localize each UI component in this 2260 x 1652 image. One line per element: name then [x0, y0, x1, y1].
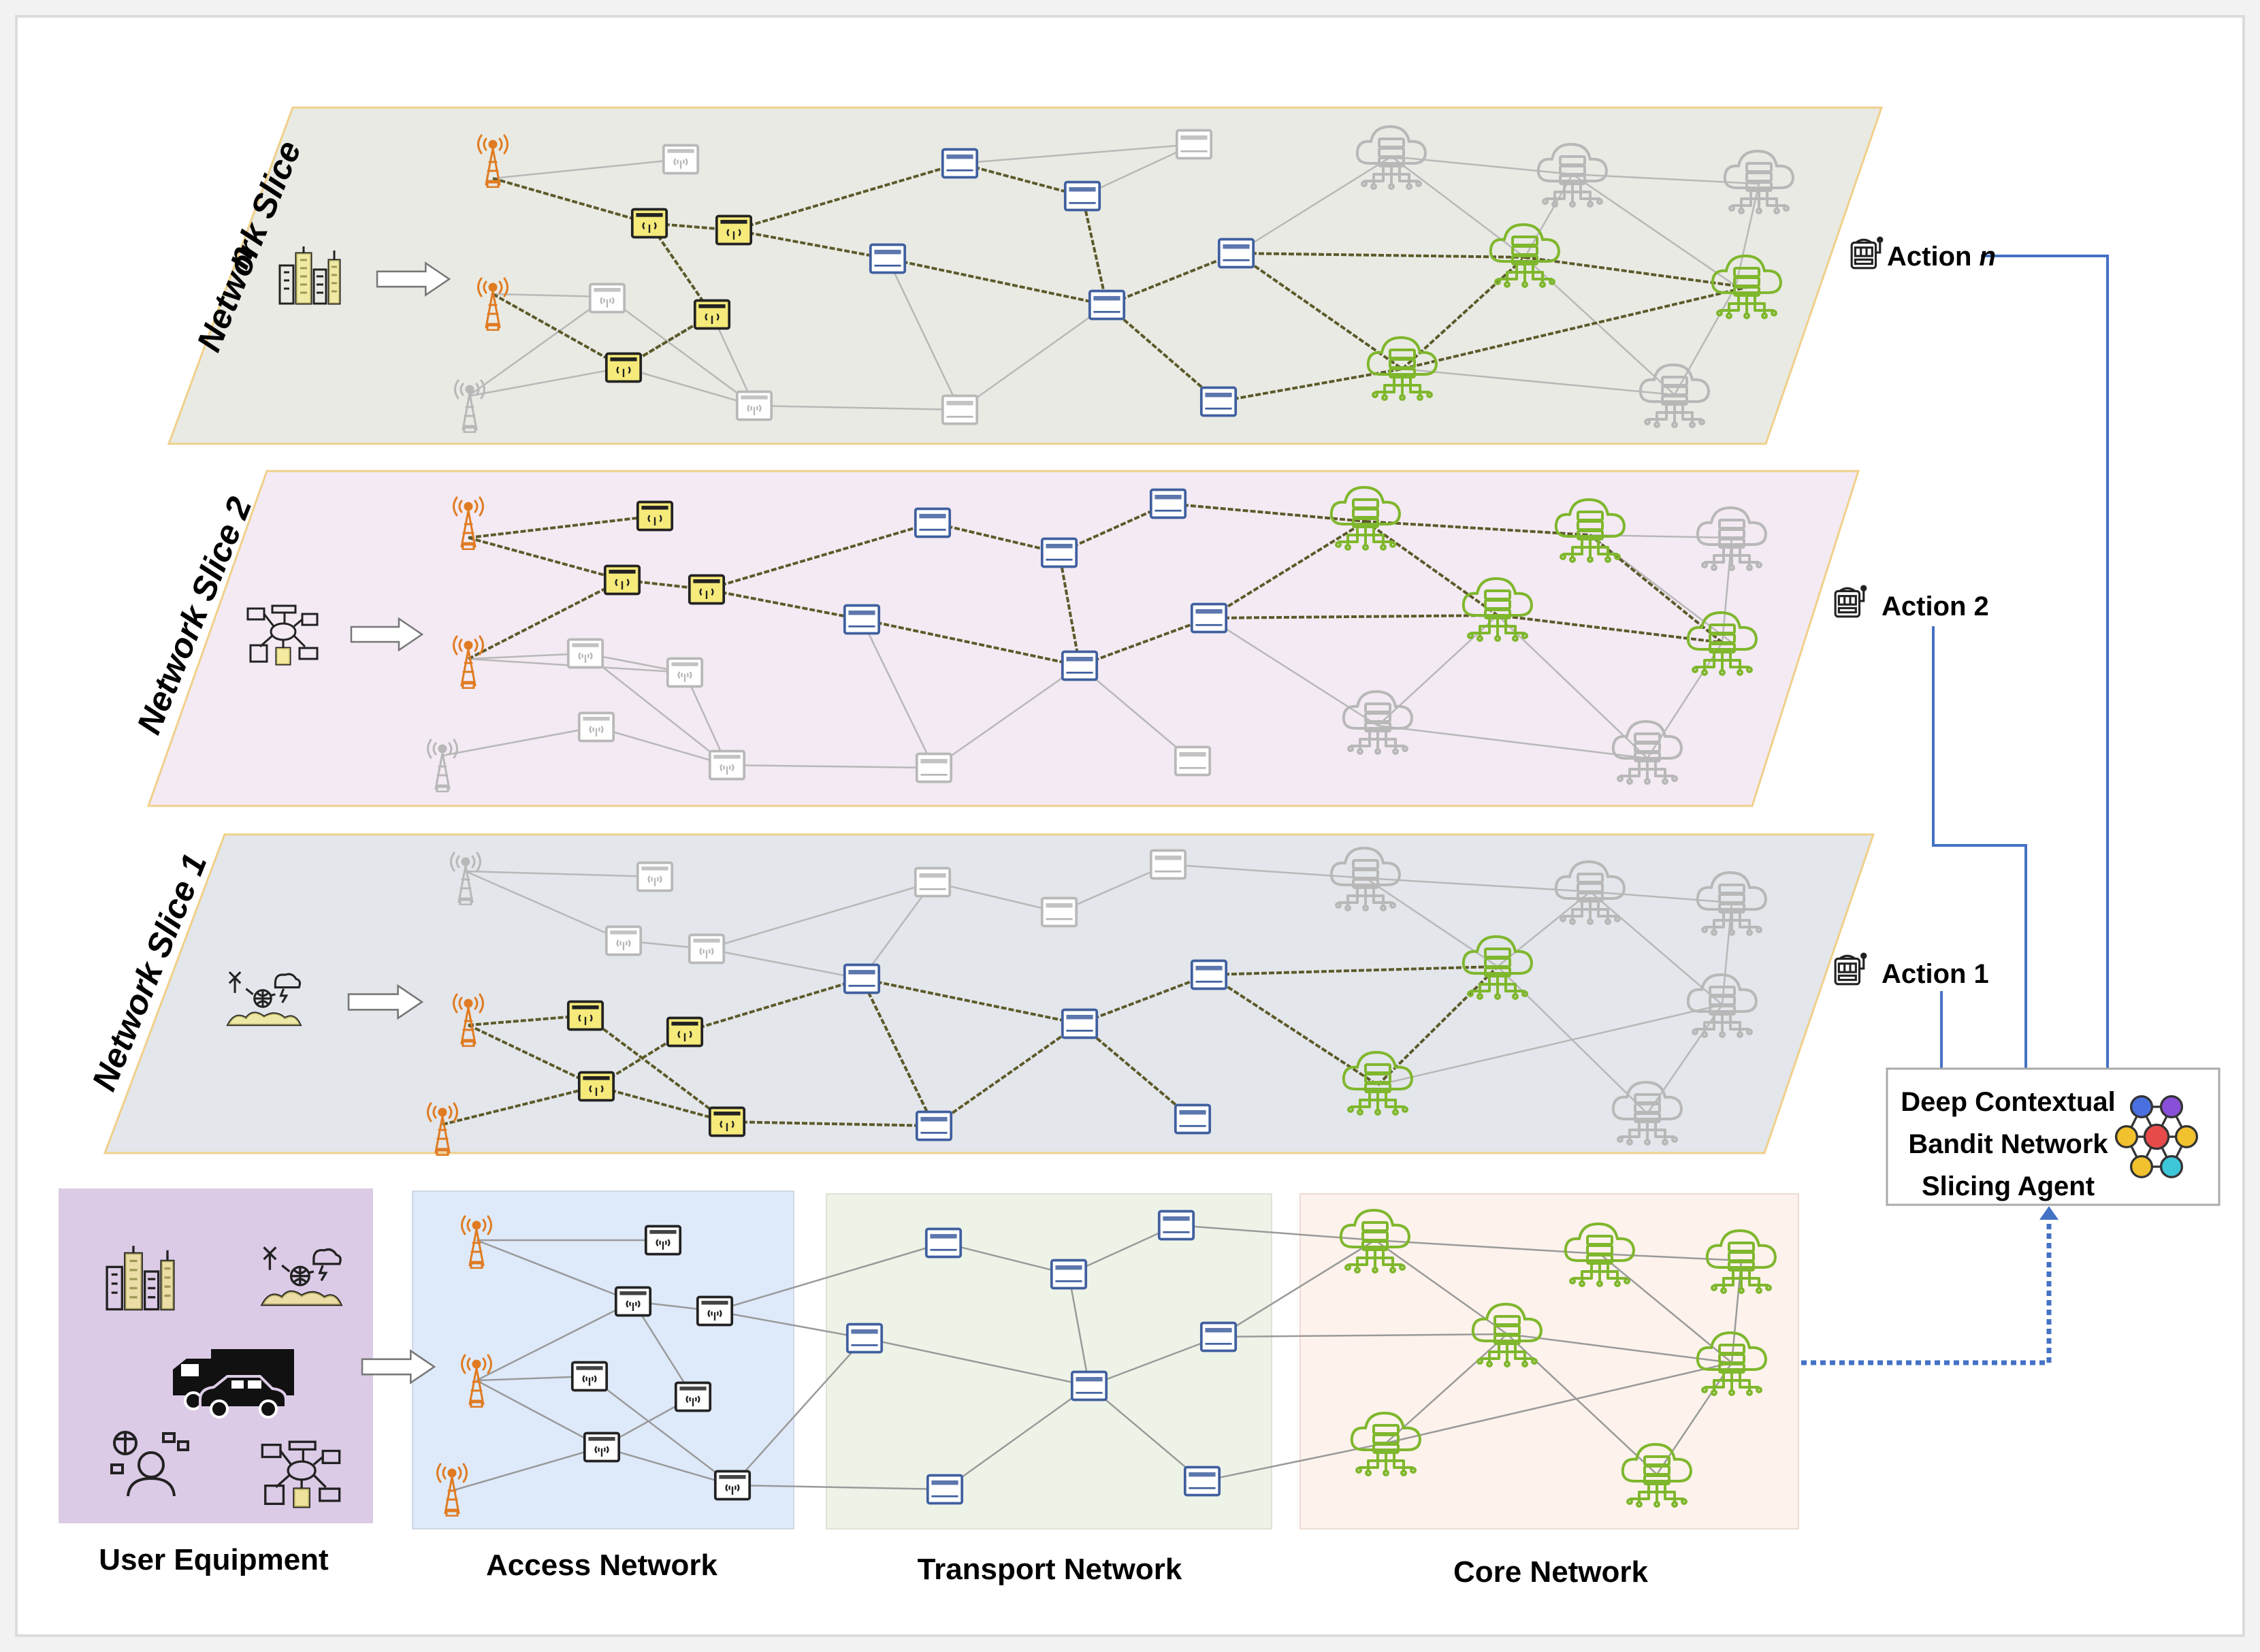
slice-1-plane: [103, 833, 1875, 1154]
radio-switch-icon: [696, 1295, 734, 1327]
transport-switch-icon: [914, 507, 952, 538]
slice-n-plane: [167, 106, 1884, 445]
radio-switch-icon: [688, 933, 726, 965]
action-1: Action 1: [1834, 952, 1989, 989]
transport-switch-icon: [1040, 896, 1078, 928]
radio-switch-icon: [570, 1361, 609, 1392]
action-n: Action n: [1850, 236, 1996, 272]
agent-label-line-3: Slicing Agent: [1922, 1171, 2095, 1201]
transport-switch-icon: [1157, 1210, 1195, 1241]
core-network-label: Core Network: [1453, 1555, 1649, 1589]
slot-machine-icon: [1850, 236, 1884, 270]
feedback-link: [1801, 1218, 2052, 1365]
user-equipment-label: User Equipment: [99, 1543, 329, 1576]
transport-switch-icon: [941, 394, 979, 425]
transport-switch-icon: [843, 604, 881, 635]
transport-switch-icon: [1149, 488, 1187, 519]
agent-and-actions: Action n Action 2 Action 1 Deep Contextu…: [1801, 236, 2221, 1365]
radio-switch-icon: [644, 1225, 682, 1256]
transport-switch-icon: [1199, 386, 1238, 417]
radio-switch-icon: [588, 282, 626, 314]
transport-switch-icon: [1199, 1321, 1238, 1353]
active-radio-switch-icon: [708, 1106, 746, 1137]
transport-switch-icon: [1063, 180, 1101, 212]
transport-switch-icon: [915, 752, 953, 783]
transport-switch-icon: [1174, 745, 1212, 777]
action-1-label: Action 1: [1882, 959, 1989, 989]
transport-switch-icon: [1174, 1103, 1212, 1135]
active-radio-switch-icon: [693, 299, 731, 330]
transport-switch-icon: [1088, 289, 1126, 321]
action-links: [1932, 255, 2109, 1073]
active-radio-switch-icon: [715, 214, 753, 246]
slice-2: Network Slice 2: [129, 470, 1860, 807]
transport-switch-icon: [1070, 1370, 1108, 1402]
active-radio-switch-icon: [577, 1071, 615, 1102]
active-radio-switch-icon: [666, 1016, 704, 1048]
slice-n: Network Slice n: [167, 106, 1884, 445]
transport-switch-icon: [924, 1227, 963, 1259]
physical-network: User Equipment Access Network Transport …: [59, 1188, 1799, 1589]
agent-label-line-2: Bandit Network: [1908, 1129, 2108, 1159]
radio-switch-icon: [708, 749, 746, 781]
slot-machine-icon: [1834, 585, 1867, 618]
slice-1: Network Slice 1: [84, 833, 1875, 1156]
transport-switch-icon: [845, 1323, 884, 1354]
radio-switch-icon: [614, 1286, 652, 1317]
agent-label-line-1: Deep Contextual: [1901, 1087, 2116, 1117]
radio-switch-icon: [583, 1431, 621, 1463]
transport-switch-icon: [941, 148, 979, 179]
transport-switch-icon: [1149, 849, 1187, 880]
slice-2-links: [442, 502, 1733, 769]
active-radio-switch-icon: [566, 1000, 604, 1031]
transport-switch-icon: [1217, 238, 1255, 269]
transport-switch-icon: [1061, 1008, 1099, 1039]
transport-switch-icon: [1061, 650, 1099, 681]
feedback-arrowhead: [2039, 1206, 2059, 1220]
transport-switch-icon: [869, 243, 907, 274]
access-network-label: Access Network: [486, 1549, 717, 1582]
radio-switch-icon: [735, 390, 773, 421]
transport-switch-icon: [1040, 537, 1078, 568]
radio-switch-icon: [674, 1381, 712, 1412]
action-2-label: Action 2: [1882, 592, 1989, 621]
transport-switch-icon: [926, 1474, 964, 1505]
slice-2-plane: [146, 470, 1860, 807]
action-2: Action 2: [1834, 585, 1989, 621]
transport-network-label: Transport Network: [918, 1553, 1182, 1586]
radio-switch-icon: [636, 861, 674, 892]
transport-switch-icon: [915, 1110, 953, 1141]
transport-switch-icon: [843, 963, 881, 994]
radio-switch-icon: [662, 144, 700, 175]
active-radio-switch-icon: [688, 574, 726, 605]
person-icon: [110, 1431, 189, 1497]
active-radio-switch-icon: [636, 500, 674, 532]
transport-switch-icon: [914, 867, 952, 898]
action-n-label: Action n: [1887, 242, 1996, 272]
radio-switch-icon: [577, 711, 615, 743]
radio-switch-icon: [566, 638, 604, 669]
transport-switch-icon: [1190, 602, 1228, 634]
active-radio-switch-icon: [630, 208, 668, 239]
transport-switch-icon: [1190, 959, 1228, 990]
slot-machine-icon: [1834, 952, 1867, 986]
active-radio-switch-icon: [604, 352, 643, 383]
active-radio-switch-icon: [603, 564, 641, 596]
car-icon: [199, 1375, 287, 1419]
transport-switch-icon: [1175, 129, 1213, 160]
transport-switch-icon: [1050, 1259, 1088, 1290]
radio-switch-icon: [713, 1470, 752, 1501]
radio-switch-icon: [604, 925, 643, 956]
radio-switch-icon: [666, 657, 704, 688]
transport-switch-icon: [1183, 1465, 1221, 1497]
